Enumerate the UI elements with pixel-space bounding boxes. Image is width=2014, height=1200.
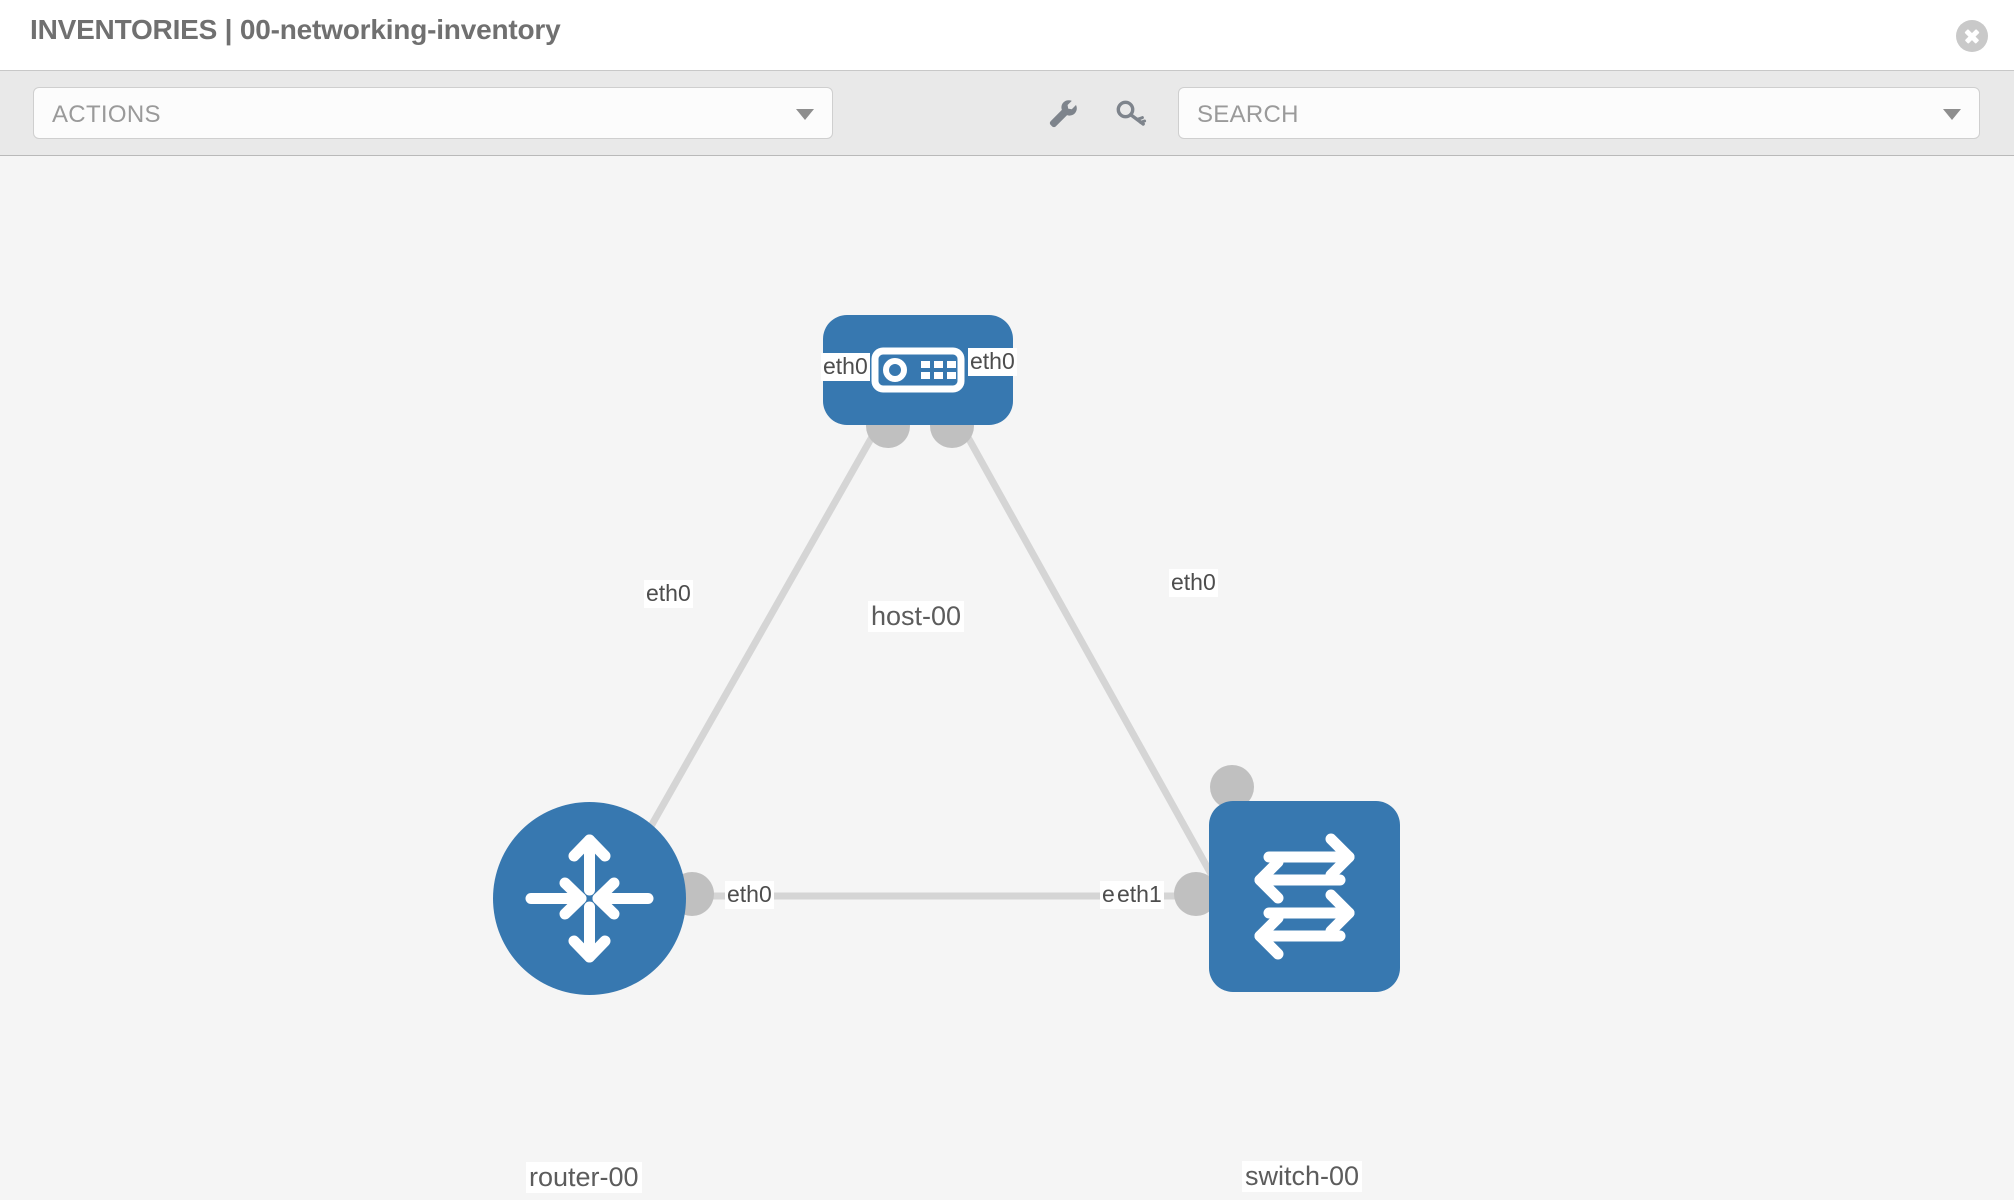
switch-arrows-icon — [1254, 833, 1355, 960]
wrench-icon[interactable] — [1046, 97, 1080, 131]
edge-host-switch — [951, 412, 1244, 928]
interface-dot-switch-top — [1210, 765, 1254, 809]
title-bar: INVENTORIES | 00-networking-inventory — [0, 0, 2014, 71]
interface-dot-switch-left — [1174, 872, 1218, 916]
node-router-00-shape — [493, 802, 686, 995]
edge-label-switch-left: eth1 — [1115, 881, 1164, 909]
node-switch-00-label: switch-00 — [1242, 1161, 1363, 1193]
edge-label-switch-up: eth0 — [1169, 569, 1218, 597]
edge-label-router-right: eth0 — [725, 881, 774, 909]
toolbar: ACTIONS SEARCH — [0, 71, 2014, 156]
key-icon[interactable] — [1114, 97, 1148, 131]
search-placeholder: SEARCH — [1197, 101, 1299, 128]
node-switch-00-shape — [1209, 801, 1400, 992]
topology-edges — [596, 404, 1254, 928]
actions-dropdown[interactable]: ACTIONS — [33, 87, 833, 139]
server-icon — [871, 347, 965, 393]
edge-label-router-up: eth0 — [644, 580, 693, 608]
router-arrows-icon — [525, 834, 654, 963]
actions-dropdown-label: ACTIONS — [52, 101, 161, 128]
node-router-00[interactable]: router-00 — [493, 802, 686, 1194]
chevron-down-icon — [1943, 109, 1961, 120]
page-title: INVENTORIES | 00-networking-inventory — [30, 14, 561, 45]
edge-label-host-left: eth0 — [821, 353, 870, 381]
node-host-00[interactable]: host-00 — [823, 315, 1013, 633]
node-host-00-label: host-00 — [868, 601, 965, 633]
node-router-00-label: router-00 — [526, 1162, 642, 1194]
chevron-down-icon — [796, 109, 814, 120]
node-switch-00[interactable]: switch-00 — [1209, 801, 1400, 1193]
search-input[interactable]: SEARCH — [1178, 87, 1980, 139]
topology-canvas[interactable]: host-00 — [0, 156, 2014, 1200]
close-icon[interactable] — [1956, 20, 1988, 52]
edge-label-host-right: eth0 — [968, 348, 1017, 376]
